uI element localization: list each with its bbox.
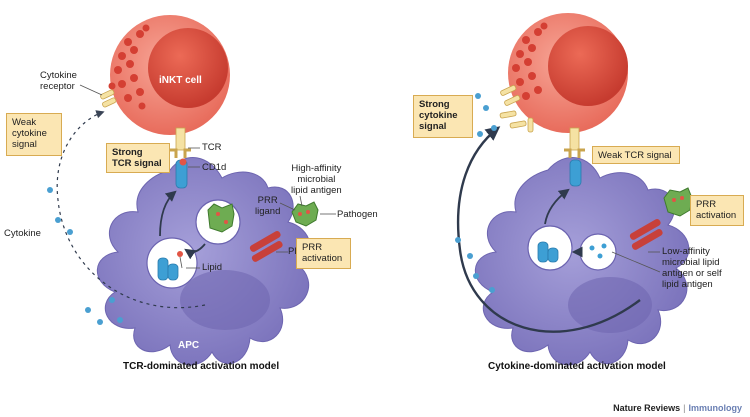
strong-cytokine-signal-box: Strong cytokine signal — [413, 95, 473, 138]
caption-right: Cytokine-dominated activation model — [488, 361, 666, 372]
cytokine-receptor-left — [100, 89, 117, 108]
tcr-label: TCR — [202, 142, 222, 153]
inkt-cell-left — [108, 15, 230, 135]
cytokine-arc-right — [456, 126, 641, 333]
prr-right — [629, 218, 663, 250]
prr-left — [249, 231, 283, 262]
prr-ligand-label: PRR ligand — [255, 195, 281, 217]
cd1d-left — [175, 158, 188, 189]
cd1d-label: CD1d — [202, 162, 227, 173]
inkt-cell-right — [508, 13, 628, 133]
inkt-cell-label: iNKT cell — [159, 75, 202, 86]
pathogen-external-right — [663, 187, 693, 217]
journal-name: Immunology — [688, 403, 743, 413]
weak-cytokine-signal-box: Weak cytokine signal — [6, 113, 62, 156]
cytokine-receptor-label: Cytokine receptor — [40, 70, 77, 92]
cd1d-vesicle-left — [157, 251, 183, 281]
presentation-arrow-left — [159, 190, 177, 237]
presentation-arrow-right — [544, 188, 570, 225]
high-affinity-antigen-label: High-affinity microbial lipid antigen — [291, 163, 342, 196]
inkt-nucleus-right — [548, 26, 628, 106]
prr-activation-box-left: PRR activation — [296, 238, 351, 269]
tcr-left — [170, 127, 191, 158]
lipid-label: Lipid — [202, 262, 223, 273]
cd1d-right — [569, 159, 582, 187]
strong-tcr-signal-box: Strong TCR signal — [106, 143, 170, 173]
cytokine-arc-left — [56, 110, 206, 309]
cytokine-receptors-right — [499, 85, 534, 133]
left-panel — [47, 15, 336, 366]
vesicle-lipid-right — [527, 225, 573, 271]
low-affinity-antigen-label: Low-affinity microbial lipid antigen or … — [662, 246, 722, 290]
cd1d-vesicle-right — [537, 241, 559, 263]
cytokine-label: Cytokine — [4, 228, 41, 239]
pathogen-label: Pathogen — [337, 209, 378, 220]
cytokine-dots-left — [47, 187, 123, 325]
vesicle-lipid-left — [146, 237, 198, 289]
inkt-nucleus-left — [148, 28, 228, 108]
loading-arrow-left — [184, 243, 206, 260]
prr-activation-box-right: PRR activation — [690, 195, 744, 226]
apc-label: APC — [178, 340, 200, 351]
weak-tcr-signal-box: Weak TCR signal — [592, 146, 680, 164]
publisher-name: Nature Reviews — [613, 403, 681, 413]
self-lipid-right — [589, 243, 607, 259]
right-panel — [455, 13, 693, 366]
apc-nucleus-left — [180, 270, 270, 330]
vesicle-pathogen-right — [579, 233, 617, 271]
pathogen-external-left — [291, 201, 319, 227]
journal-credit: Nature Reviews|Immunology — [613, 403, 742, 413]
caption-left: TCR-dominated activation model — [123, 361, 280, 372]
pathogen-internal-left — [207, 203, 235, 233]
tcr-right — [564, 127, 585, 158]
apc-nucleus-right — [568, 277, 652, 333]
